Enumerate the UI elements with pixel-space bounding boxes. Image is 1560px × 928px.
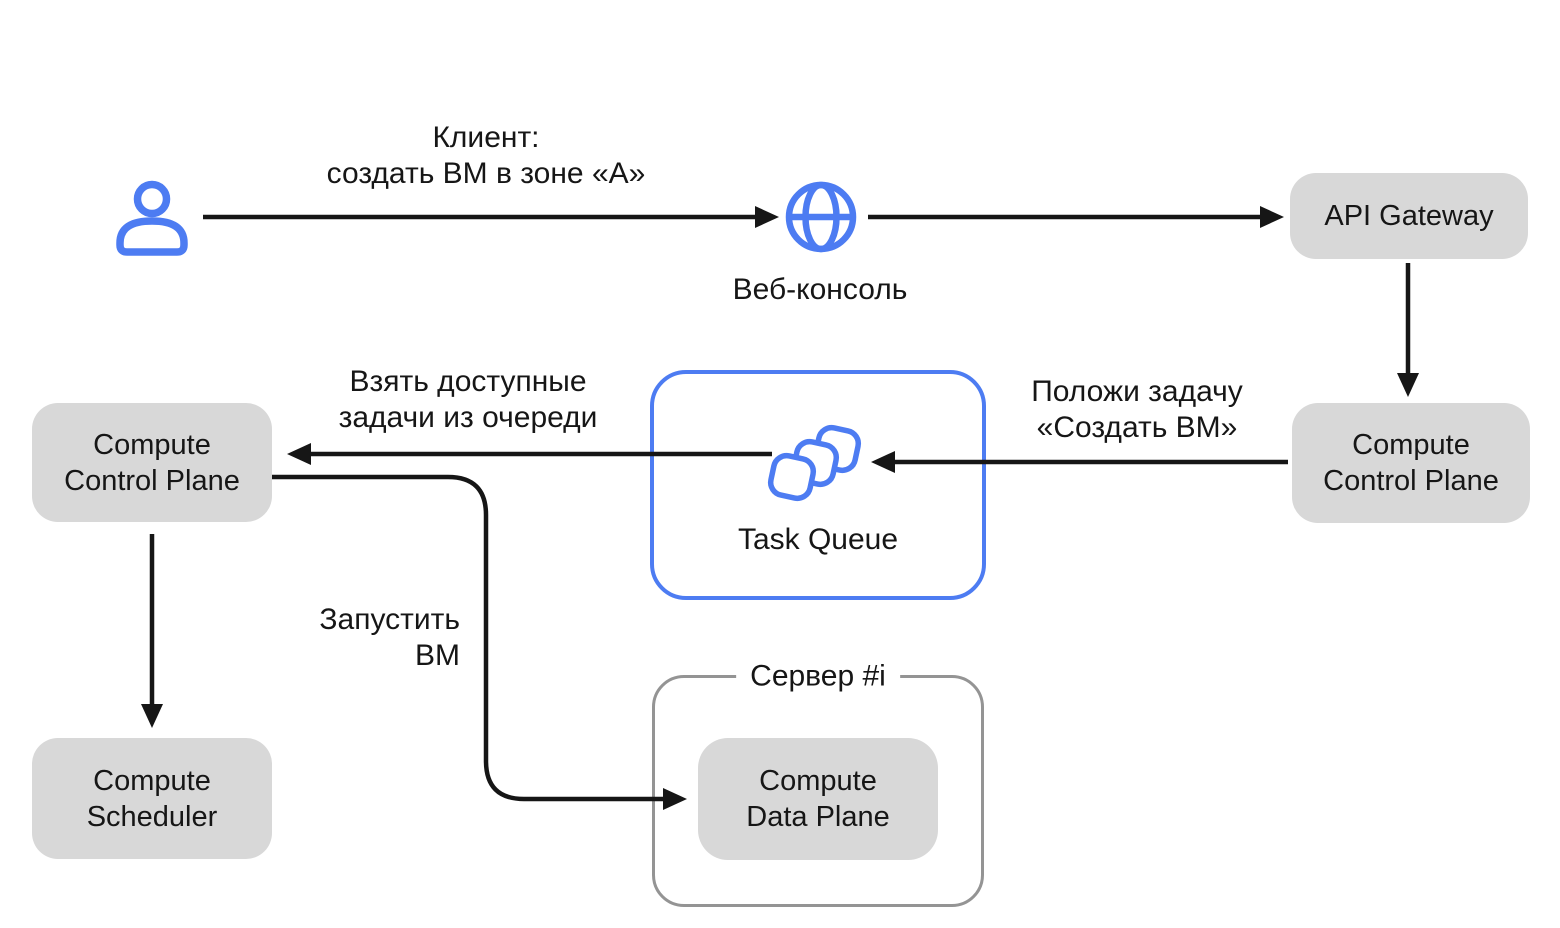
arrow-compute-control-plane-to-scheduler — [141, 534, 163, 728]
arrow-client-to-web-console — [203, 206, 779, 228]
compute-control-plane-right-label-line1: Compute — [1352, 429, 1470, 461]
client-request-label-line1: Клиент: — [432, 121, 540, 154]
compute-scheduler-label-line1: Compute — [93, 764, 211, 797]
node-compute-data-plane: Compute Data Plane — [698, 738, 938, 860]
client-request-label-line2: создать ВМ в зоне «А» — [326, 157, 646, 190]
client-request-label: Клиент: создать ВМ в зоне «А» — [286, 120, 686, 192]
compute-data-plane-label-line2: Data Plane — [746, 801, 890, 833]
node-compute-control-plane-right: Compute Control Plane — [1292, 403, 1530, 523]
user-icon — [116, 180, 188, 256]
api-gateway-label: API Gateway — [1324, 200, 1494, 232]
node-compute-scheduler: Compute Scheduler — [32, 738, 272, 859]
group-task-queue: Task Queue — [650, 370, 986, 600]
arrowhead-left-icon — [287, 443, 311, 465]
take-tasks-label-line1: Взять доступные — [349, 365, 587, 398]
node-api-gateway: API Gateway — [1290, 173, 1528, 259]
arrowhead-right-icon — [663, 788, 687, 810]
arrow-compute-control-plane-to-task-queue — [871, 451, 1288, 473]
web-console-label: Веб-консоль — [732, 273, 908, 306]
arrowhead-down-icon — [1397, 373, 1419, 397]
server-group-title: Сервер #i — [736, 659, 900, 694]
compute-control-plane-right-label-line2: Control Plane — [1323, 465, 1499, 497]
compute-scheduler-label-line2: Scheduler — [86, 800, 218, 833]
put-task-label-line2: «Создать ВМ» — [1036, 411, 1238, 444]
launch-vm-label: Запустить ВМ — [260, 602, 460, 674]
put-task-label: Положи задачу «Создать ВМ» — [987, 374, 1287, 446]
compute-control-plane-left-label-line1: Compute — [93, 428, 211, 461]
arrow-api-gateway-to-compute-control-plane — [1397, 263, 1419, 397]
node-compute-control-plane-left: Compute Control Plane — [32, 403, 272, 522]
task-queue-label: Task Queue — [737, 523, 899, 556]
arrowhead-left-icon — [871, 451, 895, 473]
take-tasks-label-line2: задачи из очереди — [338, 401, 598, 434]
stacked-cards-icon — [767, 424, 862, 502]
compute-control-plane-left-label-line2: Control Plane — [64, 464, 240, 497]
globe-icon — [785, 181, 857, 253]
arrowhead-right-icon — [755, 206, 779, 228]
launch-vm-label-line2: ВМ — [415, 639, 460, 672]
arrow-task-queue-to-compute-control-plane — [287, 443, 772, 465]
arrow-web-console-to-api-gateway — [868, 206, 1284, 228]
arrowhead-right-icon — [1260, 206, 1284, 228]
arrow-compute-control-plane-to-data-plane — [272, 474, 687, 810]
take-tasks-label: Взять доступные задачи из очереди — [318, 364, 618, 436]
arrowhead-down-icon — [141, 704, 163, 728]
launch-vm-label-line1: Запустить — [319, 603, 460, 636]
compute-data-plane-label-line1: Compute — [759, 765, 877, 797]
put-task-label-line1: Положи задачу — [1031, 375, 1243, 408]
group-server: Сервер #i — [652, 659, 984, 907]
